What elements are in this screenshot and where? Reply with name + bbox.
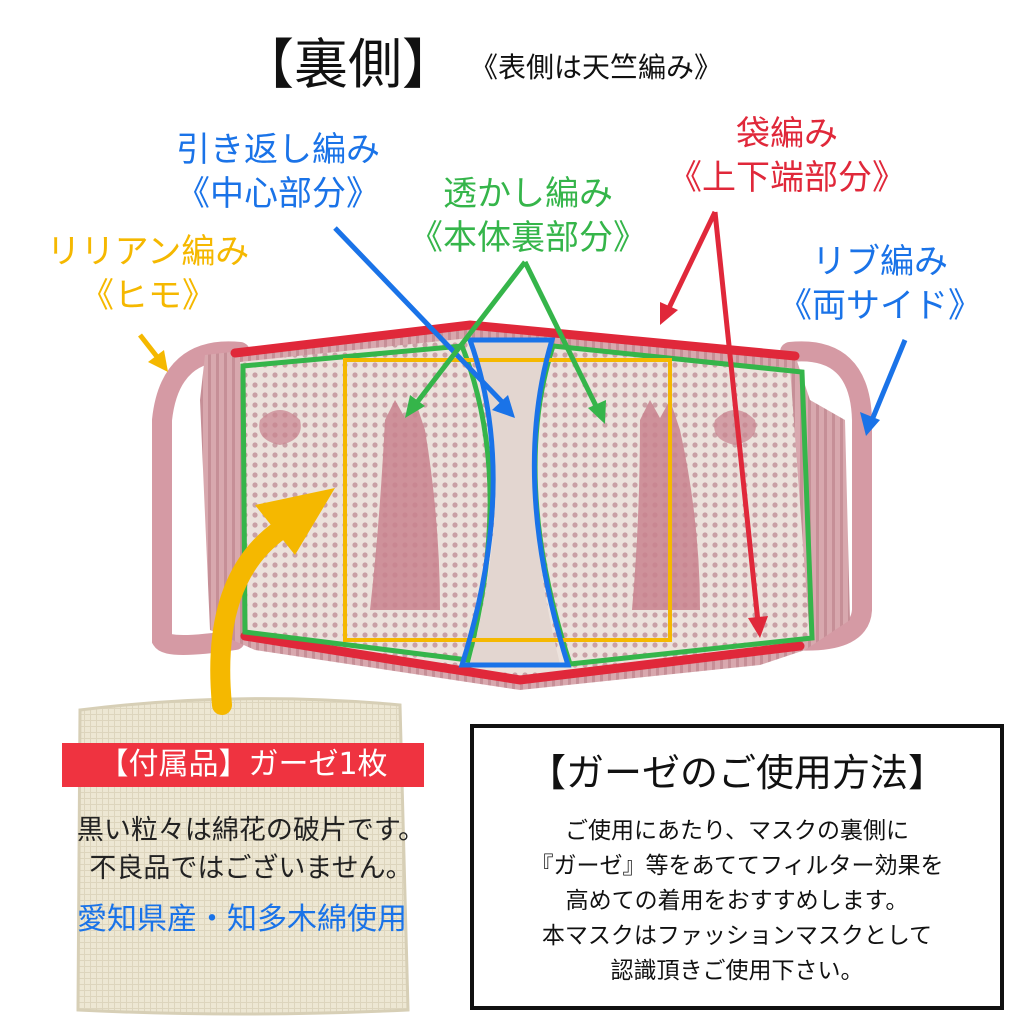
label-ribu-name: リブ編み bbox=[812, 242, 948, 282]
mask-string-left bbox=[152, 341, 250, 655]
label-ribu-area: 《両サイド》 bbox=[778, 286, 982, 326]
label-sukashi-area: 《本体裏部分》 bbox=[409, 218, 647, 258]
label-hikikaeshi-area: 《中心部分》 bbox=[176, 174, 380, 214]
page-title: 【裏側】 bbox=[240, 33, 456, 96]
label-sukashi: 透かし編み 《本体裏部分》 bbox=[398, 172, 658, 260]
gauze-curved-arrow bbox=[210, 520, 290, 715]
gauze-note-line2: 不良品ではございません。 bbox=[89, 853, 413, 884]
label-ririan-area: 《ヒモ》 bbox=[80, 276, 216, 316]
fukuro-top-line bbox=[230, 320, 800, 361]
fukuro-bottom-line bbox=[240, 631, 805, 685]
label-hikikaeshi: 引き返し編み 《中心部分》 bbox=[148, 128, 408, 216]
label-fukuro: 袋編み 《上下端部分》 bbox=[652, 112, 922, 200]
page-subtitle: 《表側は天竺編み》 bbox=[470, 51, 723, 84]
label-fukuro-area: 《上下端部分》 bbox=[668, 158, 906, 198]
accessory-badge: 【付属品】ガーゼ1枚 bbox=[62, 743, 424, 787]
label-ririan: リリアン編み 《ヒモ》 bbox=[18, 230, 278, 318]
label-sukashi-name: 透かし編み bbox=[443, 174, 613, 214]
hikikaeshi-outline bbox=[458, 337, 572, 668]
usage-instructions-box: 【ガーゼのご使用方法】 ご使用にあたり、マスクの裏側に 『ガーゼ』等をあててフィ… bbox=[470, 724, 1004, 1010]
label-fukuro-name: 袋編み bbox=[736, 114, 838, 154]
usage-line5: 認識頂きご使用下さい。 bbox=[610, 958, 864, 984]
gauze-note-line1: 黒い粒々は綿花の破片です。 bbox=[76, 815, 426, 846]
label-hikikaeshi-name: 引き返し編み bbox=[176, 130, 380, 170]
usage-body: ご使用にあたり、マスクの裏側に 『ガーゼ』等をあててフィルター効果を 高めての着… bbox=[474, 814, 1000, 989]
mask-center-panel bbox=[470, 340, 560, 664]
usage-title: 【ガーゼのご使用方法】 bbox=[527, 751, 946, 795]
cat-motif-left bbox=[370, 400, 440, 610]
gauze-position-rect bbox=[343, 358, 672, 642]
usage-line4: 本マスクはファッションマスクとして bbox=[541, 923, 933, 949]
gauze-origin: 愛知県産・知多木綿使用 bbox=[77, 902, 407, 937]
paw-motif-right bbox=[714, 410, 756, 445]
label-ribu: リブ編み 《両サイド》 bbox=[760, 240, 1000, 328]
paw-motif-left bbox=[259, 410, 301, 445]
gauze-note: 黒い粒々は綿花の破片です。 不良品ではございません。 bbox=[36, 812, 466, 888]
usage-line3: 高めての着用をおすすめします。 bbox=[565, 888, 909, 914]
usage-line2: 『ガーゼ』等をあててフィルター効果を bbox=[530, 853, 944, 879]
label-ririan-name: リリアン編み bbox=[46, 232, 250, 272]
usage-line1: ご使用にあたり、マスクの裏側に bbox=[564, 818, 910, 844]
cat-motif-right bbox=[632, 400, 700, 610]
